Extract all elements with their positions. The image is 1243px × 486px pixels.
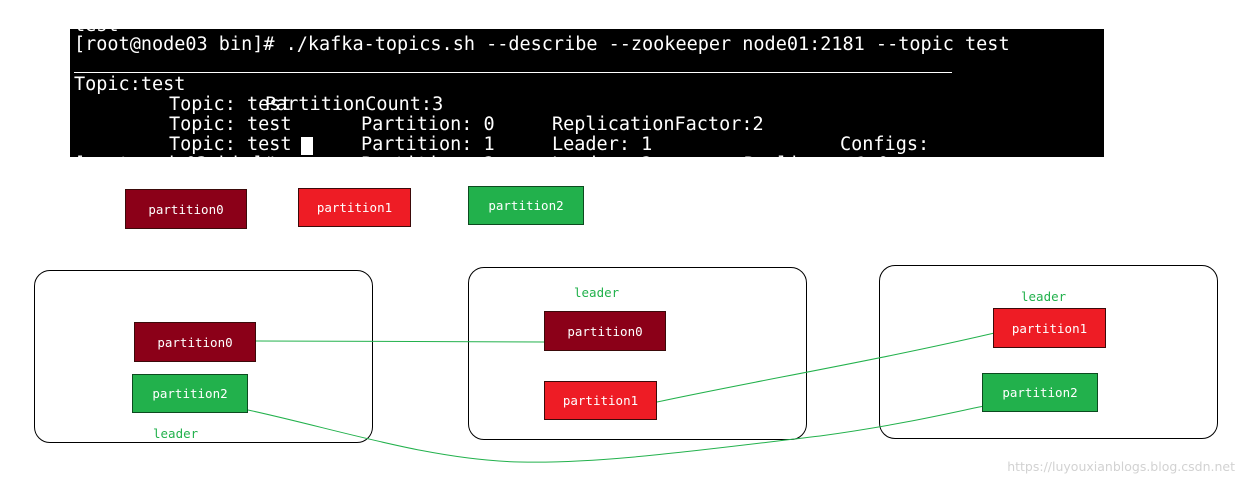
link-partition1: [656, 330, 1004, 403]
terminal-summary-line: Topic:test PartitionCount:3 ReplicationF…: [74, 55, 1094, 155]
terminal-prompt: [root@node03 bin]#: [74, 154, 275, 175]
broker-node-1: [34, 270, 373, 443]
summary-underline: [74, 72, 952, 73]
legend-partition1: partition1: [298, 188, 411, 227]
row-partition: Partition: 2: [361, 154, 495, 175]
row-replicas: Replicas: 1,0: [744, 154, 889, 175]
row-topic: Topic: test: [169, 94, 292, 115]
terminal-window[interactable]: test [root@node03 bin]# ./kafka-topics.s…: [70, 16, 1104, 235]
node1-partition2: partition2: [132, 374, 248, 413]
summary-configs: Configs:: [840, 134, 930, 155]
legend-partition2: partition2: [468, 186, 584, 225]
row-isr: Isr: 2,1: [936, 194, 1026, 215]
node1-leader-label: leader: [153, 426, 199, 441]
row-isr: Isr: 1,0: [936, 174, 1026, 195]
summary-replication-factor: ReplicationFactor:2: [552, 114, 764, 135]
node2-partition0: partition0: [544, 311, 666, 351]
row-replicas: Replicas: 0,2: [744, 194, 889, 215]
row-leader: Leader: 2: [552, 154, 653, 175]
row-topic: Topic: test: [169, 134, 292, 155]
terminal-clipped-line: test: [74, 15, 119, 36]
row-partition: Partition: 1: [361, 134, 495, 155]
node1-partition0: partition0: [134, 322, 256, 362]
node2-leader-label: leader: [574, 285, 620, 300]
row-isr: Isr: 0,2: [936, 214, 1026, 235]
row-topic: Topic: test: [169, 114, 292, 135]
node2-partition1: partition1: [544, 381, 657, 420]
terminal-prompt-line: [root@node03 bin]#: [74, 135, 374, 175]
terminal-command-line: [root@node03 bin]# ./kafka-topics.sh --d…: [74, 34, 1010, 55]
row-partition: Partition: 0: [361, 114, 495, 135]
summary-topic: Topic:test: [74, 74, 186, 95]
row-replicas: Replicas: 2,1: [744, 174, 889, 195]
terminal-row-1: Topic: test Partition: 1 Leader: 2 Repli…: [74, 95, 1094, 215]
watermark: https://luyouxianblogs.blog.csdn.net: [1007, 459, 1235, 474]
broker-node-2: [468, 267, 807, 440]
summary-partition-count: PartitionCount:3: [265, 94, 444, 115]
broker-node-3: [879, 265, 1218, 439]
row-leader: Leader: 1: [552, 134, 653, 155]
node3-leader-label: leader: [1021, 289, 1067, 304]
legend-partition0: partition0: [125, 189, 247, 229]
node3-partition1: partition1: [993, 308, 1106, 348]
terminal-cursor: [301, 137, 313, 155]
link-partition0: [255, 340, 546, 343]
link-partition2: [247, 405, 985, 463]
node3-partition2: partition2: [982, 373, 1098, 412]
terminal-row-0: Topic: test Partition: 0 Leader: 1 Repli…: [74, 75, 1094, 195]
